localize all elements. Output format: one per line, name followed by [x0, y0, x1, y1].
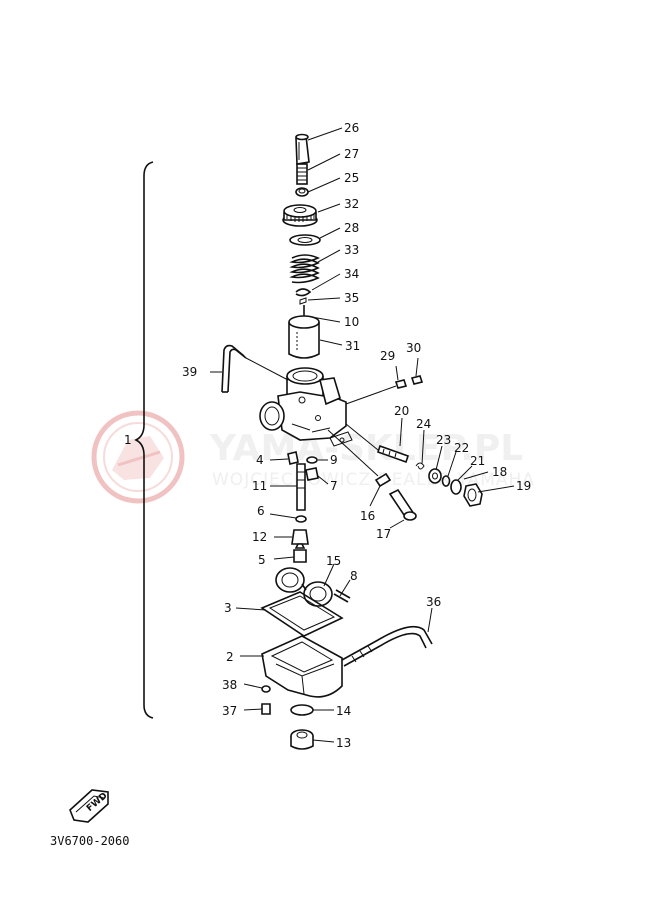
callout-28: 28	[344, 221, 359, 235]
part-8-float-pin	[333, 589, 351, 603]
part-17-throttle-stop-screw	[388, 488, 417, 529]
callout-38: 38	[222, 678, 237, 692]
callout-19: 19	[516, 479, 531, 493]
part-34-clip	[295, 288, 312, 297]
part-33-spring	[289, 254, 320, 284]
part-23-washer	[428, 468, 442, 484]
callout-18: 18	[492, 465, 507, 479]
callout-27: 27	[344, 147, 359, 161]
callout-16: 16	[360, 509, 375, 523]
part-24-spring	[415, 462, 425, 470]
part-14-o-ring	[290, 704, 314, 716]
callout-31: 31	[345, 339, 360, 353]
part-28-gasket	[289, 234, 321, 246]
part-38-screw	[261, 685, 271, 693]
part-2-float-bowl	[261, 635, 343, 698]
part-32-mixing-cap	[282, 204, 318, 227]
part-4-screw	[269, 451, 299, 465]
part-3-gasket	[260, 591, 344, 637]
callout-12: 12	[252, 530, 267, 544]
callout-14: 14	[336, 704, 351, 718]
callout-6: 6	[257, 504, 265, 518]
callout-numbers: 26 27 25 32 28 33 34 35 10 31 39 29 30 2…	[182, 121, 531, 750]
part-29-screw	[394, 379, 408, 389]
callout-23: 23	[436, 433, 451, 447]
part-16-spring	[369, 472, 392, 507]
fwd-badge: FWD	[69, 789, 109, 823]
callout-9: 9	[330, 453, 338, 467]
part-15-float	[275, 567, 333, 607]
diagram-code: 3V6700-2060	[50, 834, 129, 848]
part-12-main-jet	[274, 529, 309, 545]
part-22-o-ring	[441, 475, 451, 487]
part-19-cap-nut	[463, 483, 483, 507]
callout-8: 8	[350, 569, 358, 583]
callout-37: 37	[222, 704, 237, 718]
callout-20: 20	[394, 404, 409, 418]
callout-2: 2	[226, 650, 234, 664]
callout-26: 26	[344, 121, 359, 135]
part-31-throttle-valve	[288, 315, 320, 359]
part-27-adjuster	[296, 163, 308, 185]
part-39-choke-lever	[221, 344, 289, 393]
callout-34: 34	[344, 267, 359, 281]
part-7-jet	[305, 467, 329, 485]
callout-13: 13	[336, 736, 351, 750]
leader-body-16	[327, 429, 379, 477]
part-36-pipe	[341, 625, 433, 667]
watermark-brand: YAMA-SKLEP.PL	[209, 428, 523, 469]
callout-11: 11	[252, 479, 267, 493]
part-35-needle-clip	[299, 297, 307, 305]
part-5-pilot-jet	[273, 543, 307, 563]
assembly-brace: 1	[124, 161, 154, 719]
callout-30: 30	[406, 341, 421, 355]
part-20-pilot-screw	[345, 423, 410, 464]
leader-lines	[210, 127, 515, 743]
part-37-screw	[261, 703, 271, 715]
callout-7: 7	[330, 479, 338, 493]
part-6-washer	[269, 513, 307, 523]
leader-29-body	[345, 385, 397, 405]
callout-32: 32	[344, 197, 359, 211]
callout-29: 29	[380, 349, 395, 363]
part-13-drain-plug	[290, 729, 314, 750]
callout-15: 15	[326, 554, 341, 568]
callout-35: 35	[344, 291, 359, 305]
part-30-screw	[410, 375, 424, 385]
part-26-cap	[295, 133, 310, 165]
carburetor-body	[259, 367, 353, 447]
callout-36: 36	[426, 595, 441, 609]
callout-1: 1	[124, 433, 132, 447]
part-18-spacer	[463, 471, 489, 480]
watermark-logo	[91, 410, 185, 504]
callout-3: 3	[224, 601, 232, 615]
part-21-plunger	[450, 479, 462, 495]
part-9-o-ring	[306, 456, 328, 464]
callout-10: 10	[344, 315, 359, 329]
callout-39: 39	[182, 365, 197, 379]
callout-4: 4	[256, 453, 264, 467]
callout-33: 33	[344, 243, 359, 257]
callout-25: 25	[344, 171, 359, 185]
callout-22: 22	[454, 441, 469, 455]
callout-5: 5	[258, 553, 266, 567]
part-25-nut	[295, 187, 309, 197]
callout-17: 17	[376, 527, 391, 541]
callout-24: 24	[416, 417, 431, 431]
callout-21: 21	[470, 454, 485, 468]
part-11-needle-jet	[270, 463, 306, 511]
